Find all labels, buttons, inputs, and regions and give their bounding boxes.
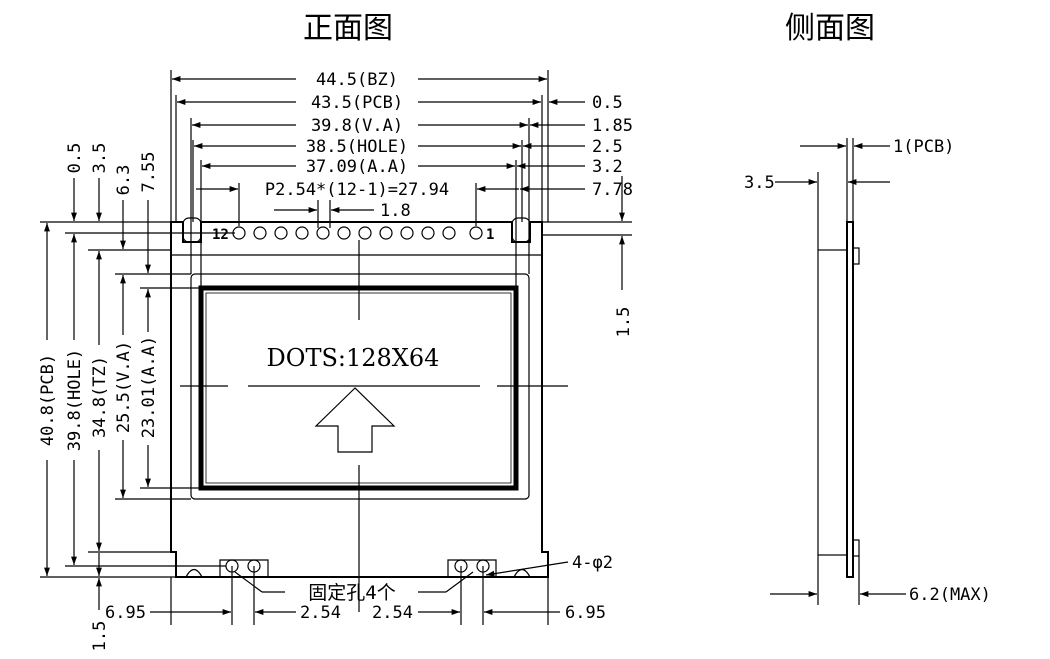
dim-bottom-mid-left: 2.54	[300, 603, 341, 623]
active-area-inner	[205, 292, 512, 484]
bottom-left-recess	[219, 559, 269, 577]
side-max-thickness: 6.2(MAX)	[909, 585, 991, 605]
dim-right-5: 7.78	[592, 180, 633, 200]
dim-right-4: 3.2	[592, 157, 623, 177]
pin	[379, 226, 393, 240]
dim-right-pin-offset: 1.5	[614, 307, 634, 338]
dim-right-2: 1.85	[592, 116, 633, 136]
dim-bottom-right: 6.95	[565, 603, 606, 623]
dim-bottom-left: 6.95	[105, 603, 146, 623]
side-tab	[852, 247, 860, 265]
dim-aa-height: 23.01(A.A)	[139, 336, 159, 438]
dim-pcb-width: 43.5(PCB)	[311, 93, 403, 113]
pin-row: 12 1	[212, 226, 494, 243]
dim-hole-width: 38.5(HOLE)	[306, 137, 408, 157]
pin	[421, 226, 435, 240]
side-pcb	[846, 221, 854, 578]
leader-line	[445, 571, 474, 593]
leader-line	[485, 561, 569, 577]
pin	[469, 226, 483, 240]
dim-tz-height: 34.8(TZ)	[90, 356, 110, 438]
dim-va-width: 39.8(V.A)	[311, 116, 403, 136]
dim-hole-height: 39.8(HOLE)	[65, 349, 85, 451]
side-tab	[852, 539, 860, 557]
pin	[442, 226, 456, 240]
side-lcd-body	[817, 249, 848, 556]
side-view-title: 侧面图	[785, 11, 875, 46]
dim-bz-width: 44.5(BZ)	[316, 70, 398, 90]
side-view: 1(PCB) 3.5 6.2(MAX)	[744, 137, 991, 605]
pin	[358, 226, 372, 240]
dim-pitch: P2.54*(12-1)=27.94	[265, 180, 449, 200]
dim-va-height: 25.5(V.A)	[114, 341, 134, 433]
bottom-left-notch	[185, 568, 203, 578]
dots-label: DOTS:128X64	[267, 344, 440, 372]
hole-spec-label: 4-φ2	[572, 553, 613, 573]
dim-left-top-4: 7.55	[139, 152, 159, 193]
front-view: 12 1 DOTS:128X64 44.5(BZ) 43.5(P	[38, 70, 634, 651]
dim-right-1: 0.5	[592, 93, 623, 113]
pin	[337, 226, 351, 240]
top-right-tab	[511, 217, 531, 243]
leader-line	[234, 571, 263, 593]
pin	[400, 226, 414, 240]
dim-left-top-2: 3.5	[90, 143, 110, 174]
mount-holes-note: 固定孔4个	[308, 582, 395, 604]
side-left-dim: 3.5	[744, 173, 775, 193]
pin	[295, 226, 309, 240]
dim-pad: 1.8	[380, 201, 411, 221]
pin-last-label: 1	[486, 227, 494, 243]
dim-pcb-height: 40.8(PCB)	[38, 354, 58, 446]
dim-right-3: 2.5	[592, 137, 623, 157]
orientation-arrow	[314, 387, 396, 453]
dim-bottom-vertical: 1.5	[90, 621, 110, 652]
dim-left-top-1: 0.5	[65, 143, 85, 174]
bottom-right-recess	[447, 559, 497, 577]
side-pcb-thickness: 1(PCB)	[893, 137, 954, 157]
bottom-contour	[175, 552, 549, 577]
pin-first-label: 12	[212, 227, 229, 243]
dim-aa-width: 37.09(A.A)	[306, 157, 408, 177]
pin	[274, 226, 288, 240]
dim-left-top-3: 6.3	[114, 165, 134, 196]
front-view-title: 正面图	[303, 11, 393, 46]
top-left-tab	[182, 217, 202, 243]
pin	[253, 226, 267, 240]
dim-bottom-mid-right: 2.54	[372, 603, 413, 623]
pin	[316, 226, 330, 240]
